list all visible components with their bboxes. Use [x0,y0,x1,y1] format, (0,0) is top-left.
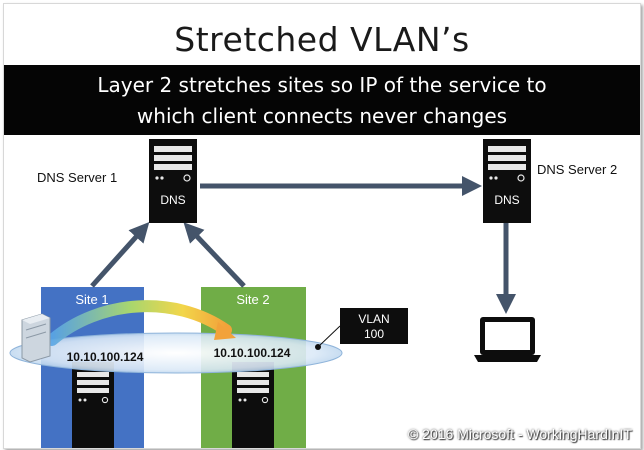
site-2-label: Site 2 [236,292,269,307]
site-1-label: Site 1 [75,292,108,307]
dns-server-1-icon [149,139,197,223]
banner: Layer 2 stretches sites so IP of the ser… [4,65,640,135]
virtual-machine-icon [21,313,51,363]
vlan-callout-line [317,325,341,348]
vlan-callout-box [340,308,408,344]
vm-migration-arrow [46,300,232,346]
vlan-line-2: 100 [364,327,384,341]
stretched-vlan-cloud [9,332,343,374]
site-2-ip: 10.10.100.124 [214,346,291,360]
banner-line-1: Layer 2 stretches sites so IP of the ser… [97,73,547,97]
arrow-site2-to-dns1 [183,222,246,288]
site-1-server-icon [72,362,114,448]
site-2-server-icon [232,362,274,448]
laptop-icon [474,317,541,362]
slide-title: Stretched VLAN’s [174,20,470,59]
dns-server-1-label: DNS Server 1 [37,170,118,185]
banner-line-2: which client connects never changes [136,104,508,128]
diagram-canvas: Site 1 Site 2 DNS [9,139,541,448]
dns-server-1-badge: DNS [160,193,185,207]
dns-server-2-badge: DNS [494,193,519,207]
arrow-site1-to-dns1 [90,222,150,288]
slide: Stretched VLAN’s Layer 2 stretches sites… [3,3,641,449]
site-1-ip: 10.10.100.124 [67,350,144,364]
dns-server-2-label: DNS Server 2 [537,162,618,177]
dns-server-2-icon [483,139,531,223]
vlan-line-1: VLAN [358,312,389,326]
copyright-watermark: © 2016 Microsoft - WorkingHardInIT [407,426,632,442]
